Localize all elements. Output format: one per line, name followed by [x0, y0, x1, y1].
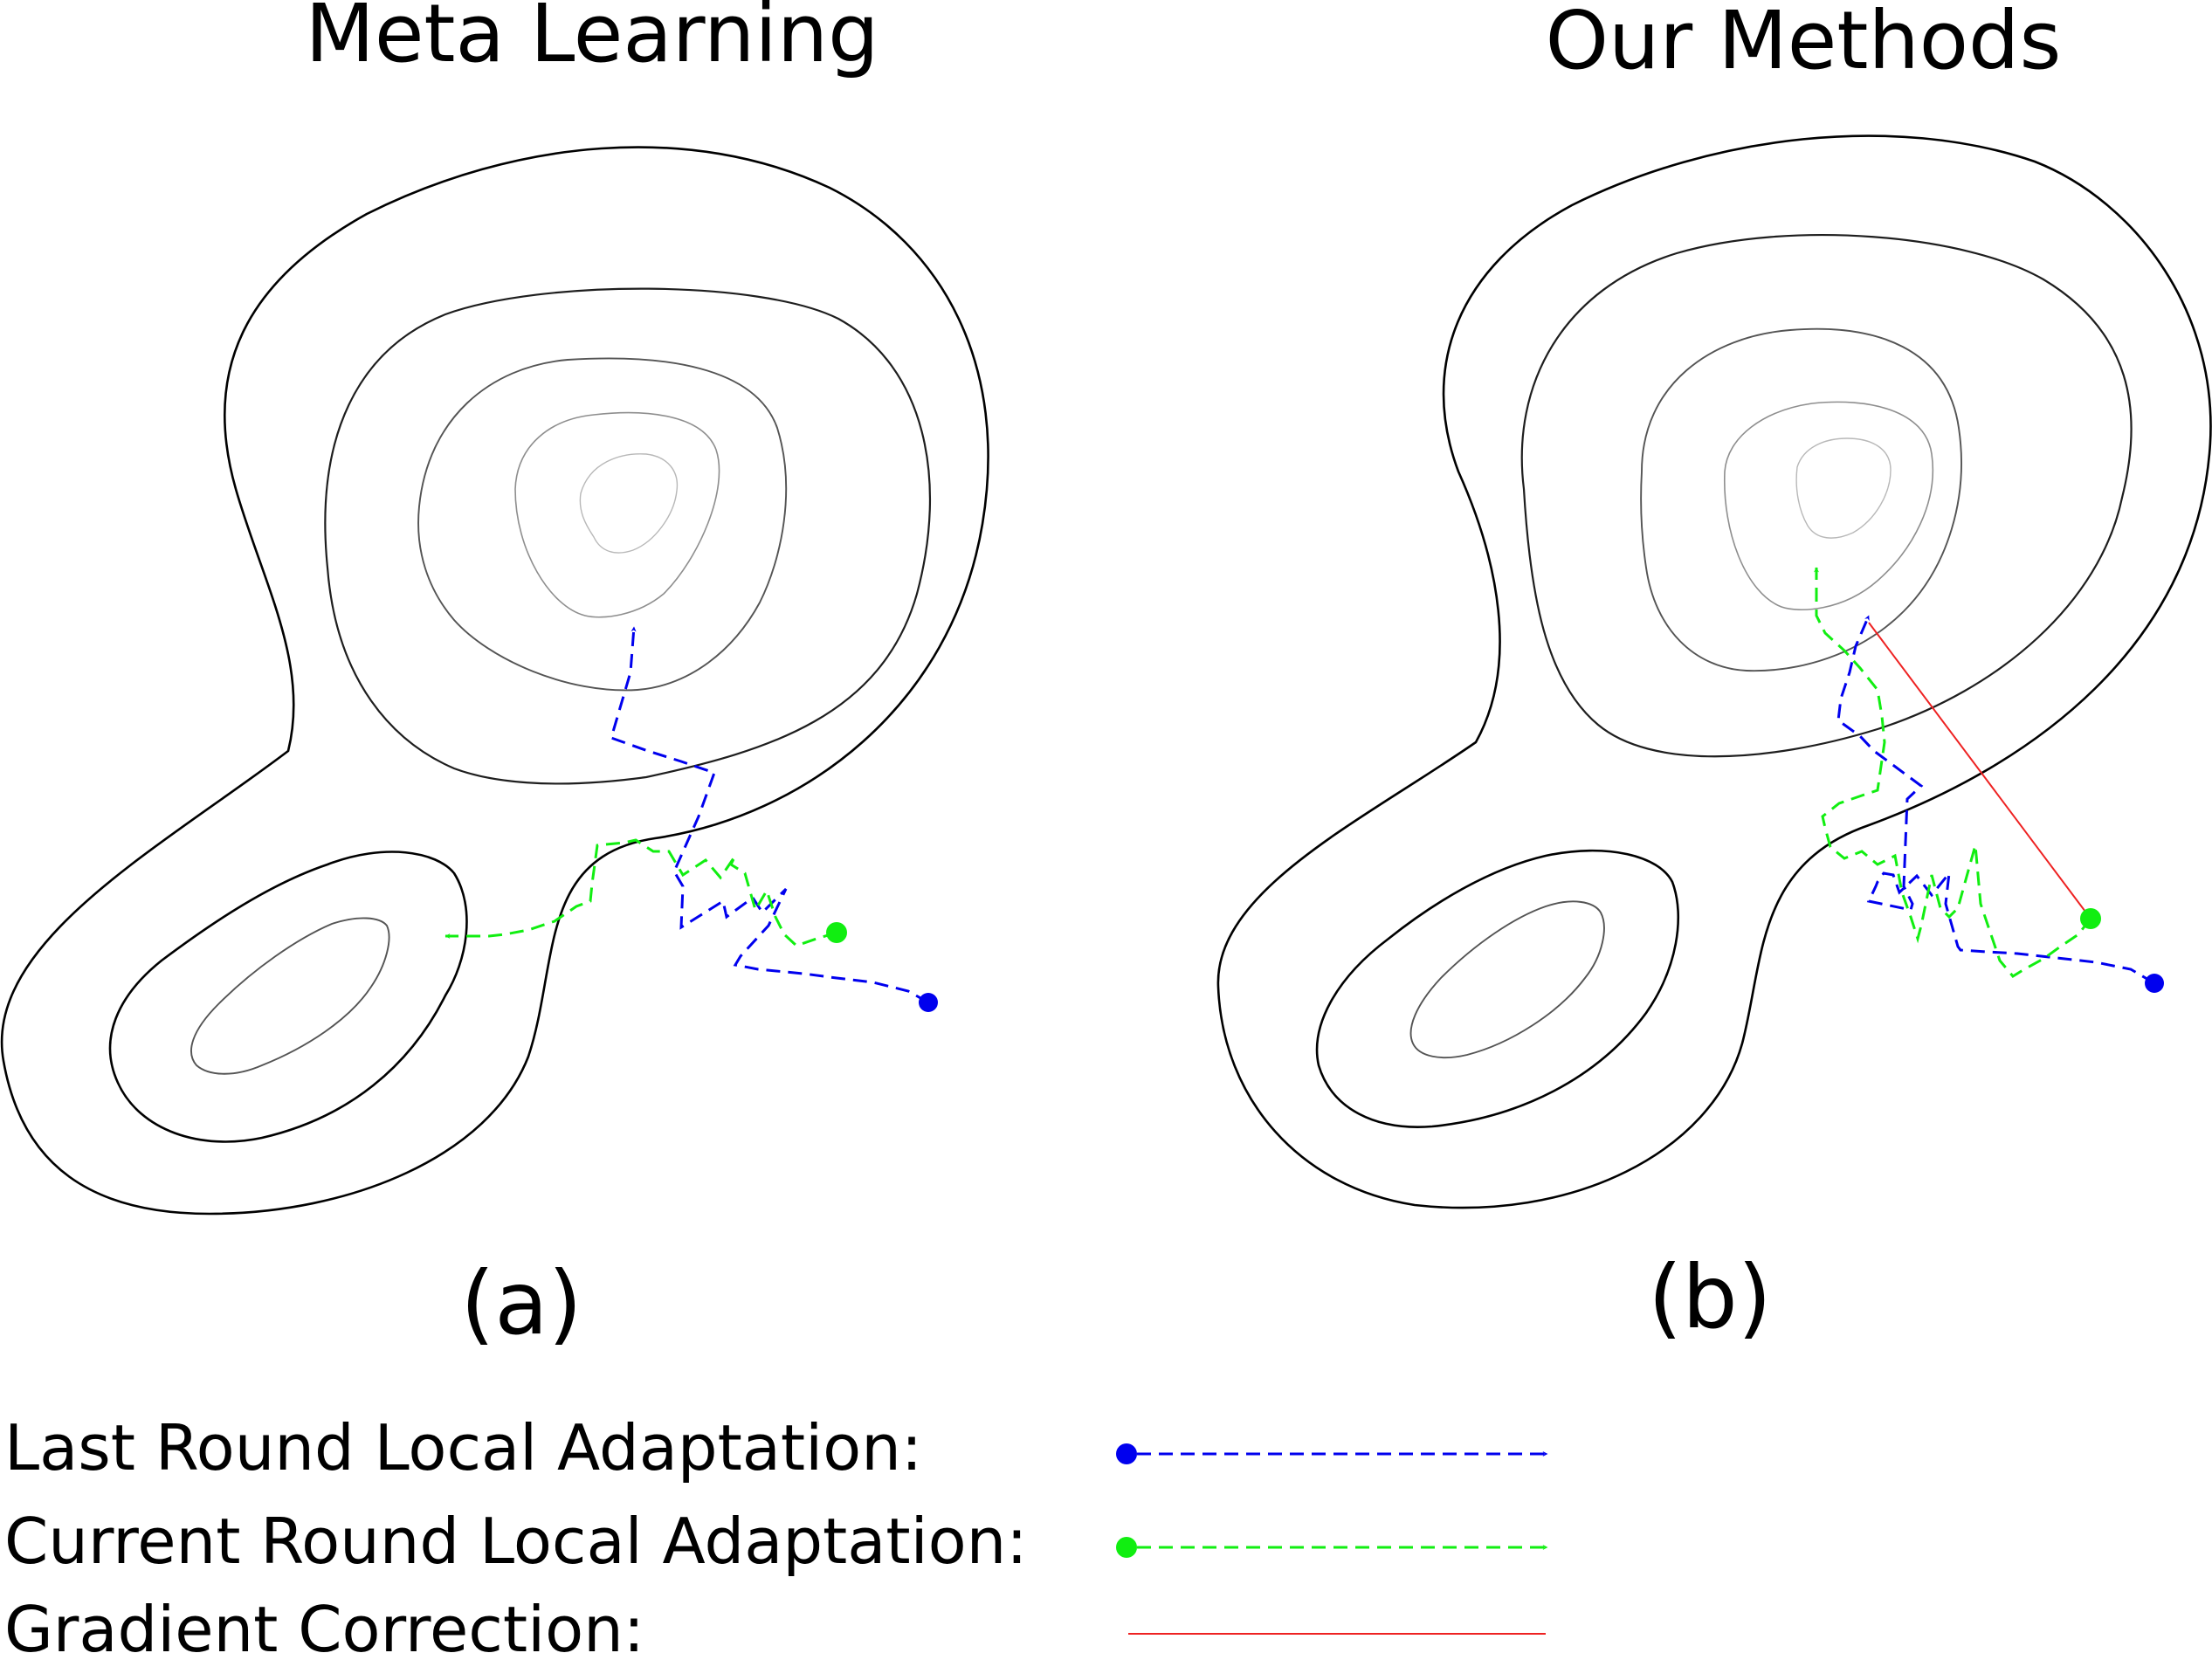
contour-ring-3 — [514, 411, 720, 618]
contour-small-inner — [190, 917, 390, 1075]
contour-ring-1 — [324, 287, 931, 785]
legend-swatch-dot-current-round — [1116, 1537, 1137, 1558]
panel-a-last-round-path — [610, 626, 938, 1012]
panel-a-contours — [0, 146, 989, 1216]
legend-label-current-round: Current Round Local Adaptation: — [4, 1505, 1028, 1578]
legend-swatch-dot-last-round — [1116, 1443, 1137, 1464]
panel-b-contours — [1216, 134, 2212, 1209]
panel-a-title: Meta Learning — [305, 0, 879, 80]
legend: Last Round Local Adaptation: Current Rou… — [4, 1411, 1548, 1653]
legend-item-current-round: Current Round Local Adaptation: — [4, 1505, 1548, 1578]
panel-b-last-round-path — [1836, 615, 2164, 993]
panel-b-current-round-path — [1814, 567, 2101, 978]
contour-ring-4 — [1795, 437, 1892, 539]
contour-small-outer — [108, 851, 468, 1143]
current-round-start-dot — [826, 922, 847, 943]
contour-outer — [1216, 134, 2212, 1209]
legend-label-gradient-correction: Gradient Correction: — [4, 1593, 644, 1653]
contour-ring-1 — [1520, 233, 2133, 758]
panel-a-current-round-path — [444, 838, 847, 947]
panel-a-label: (a) — [460, 1252, 582, 1354]
last-round-start-dot — [919, 993, 938, 1012]
legend-item-last-round: Last Round Local Adaptation: — [4, 1411, 1548, 1484]
current-round-trajectory — [444, 838, 837, 947]
legend-item-gradient-correction: Gradient Correction: — [4, 1593, 1546, 1653]
last-round-start-dot — [2145, 974, 2164, 993]
contour-ring-4 — [579, 453, 679, 554]
contour-outer — [0, 146, 989, 1216]
panel-b: Our Methods (b) — [1216, 0, 2212, 1348]
contour-small-inner — [1409, 900, 1605, 1059]
panel-a: Meta Learning (a) — [0, 0, 989, 1354]
current-round-trajectory — [1814, 567, 2092, 978]
contour-ring-3 — [1724, 401, 1933, 610]
contour-small-outer — [1315, 849, 1680, 1128]
panel-b-gradient-correction — [1868, 622, 2091, 919]
contour-ring-2 — [417, 357, 788, 692]
panel-b-title: Our Methods — [1546, 0, 2062, 87]
gradient-correction-line — [1868, 622, 2091, 919]
last-round-trajectory — [610, 626, 929, 1004]
legend-label-last-round: Last Round Local Adaptation: — [4, 1411, 922, 1484]
current-round-start-dot — [2080, 908, 2101, 929]
panel-b-label: (b) — [1648, 1246, 1772, 1348]
contour-ring-2 — [1640, 327, 1962, 672]
